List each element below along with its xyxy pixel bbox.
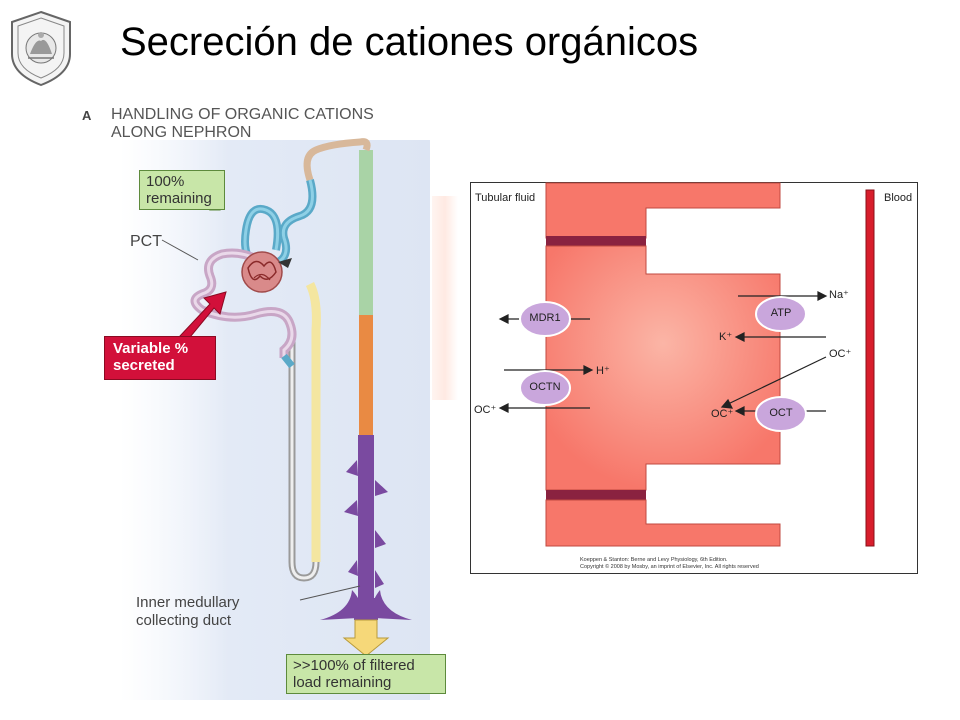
- filtered-line2: load remaining: [293, 674, 392, 691]
- credit-line1: Koeppen & Stanton: Berne and Levy Physio…: [580, 557, 728, 563]
- tight-junction-top: [546, 236, 646, 246]
- remaining-line2: remaining: [146, 190, 212, 207]
- university-seal-logo: [11, 10, 71, 87]
- imcd-leader-line: [299, 585, 361, 601]
- tubular-cell-diagram: [470, 182, 918, 574]
- h-ion-label: H⁺: [596, 365, 610, 377]
- mdr1-transporter: [519, 301, 571, 337]
- octn-label: OCTN: [529, 381, 561, 393]
- pct-leader-line: [161, 239, 199, 261]
- oct-transporter: [755, 396, 807, 432]
- secreted-label-box: Variable % secreted: [104, 336, 216, 380]
- ghost-panel: [432, 196, 458, 400]
- secreted-line2: secreted: [113, 357, 175, 374]
- nephron-diagram: [120, 138, 430, 700]
- atp-pump: [755, 296, 807, 332]
- duct-spikes: [344, 460, 388, 588]
- filtered-label-box: >>100% of filtered load remaining: [286, 654, 446, 694]
- duct-flare: [320, 590, 412, 620]
- na-ion-label: Na⁺: [829, 289, 849, 301]
- filtered-line1: >>100% of filtered: [293, 657, 415, 674]
- blood-vessel: [865, 189, 875, 547]
- imcd-line1: Inner medullary: [136, 594, 240, 611]
- tubular-fluid-label: Tubular fluid: [475, 192, 536, 204]
- imcd-label: Inner medullary collecting duct: [136, 594, 306, 630]
- panel-heading: HANDLING OF ORGANIC CATIONS ALONG NEPHRO…: [111, 106, 411, 142]
- imcd-line2: collecting duct: [136, 612, 232, 629]
- lower-neighbor-cell: [545, 499, 781, 547]
- afferent-arteriole: [278, 258, 292, 268]
- blood-label: Blood: [884, 192, 913, 204]
- oc-blood-label: OC⁺: [829, 348, 852, 360]
- oc-lumen-label: OC⁺: [474, 404, 497, 416]
- remaining-label-box: 100% remaining: [139, 170, 225, 210]
- credit-line2: Copyright © 2008 by Mosby, an imprint of…: [580, 563, 759, 570]
- outflow-arrow: [342, 619, 390, 657]
- panel-heading-line2: ALONG NEPHRON: [111, 124, 252, 141]
- oc-cell-label: OC⁺: [711, 408, 734, 420]
- atp-label: ATP: [770, 307, 792, 319]
- tight-junction-bottom: [546, 490, 646, 500]
- slide-title: Secreción de cationes orgánicos: [120, 20, 699, 64]
- octn-transporter: [519, 370, 571, 406]
- panel-heading-line1: HANDLING OF ORGANIC CATIONS: [111, 106, 374, 123]
- pct-label: PCT: [130, 233, 162, 250]
- mdr1-label: MDR1: [529, 312, 561, 324]
- proximal-tubule-cell: [545, 245, 781, 491]
- k-ion-label: K⁺: [719, 331, 733, 343]
- thick-ascending-limb: [305, 281, 321, 562]
- remaining-line1: 100%: [146, 173, 185, 190]
- figure-credit: Koeppen & Stanton: Berne and Levy Physio…: [580, 557, 759, 570]
- glomerulus: [241, 251, 283, 293]
- panel-letter: A: [82, 108, 92, 123]
- oct-label: OCT: [769, 407, 793, 419]
- secreted-line1: Variable %: [113, 340, 189, 357]
- connecting-tubule: [303, 138, 371, 182]
